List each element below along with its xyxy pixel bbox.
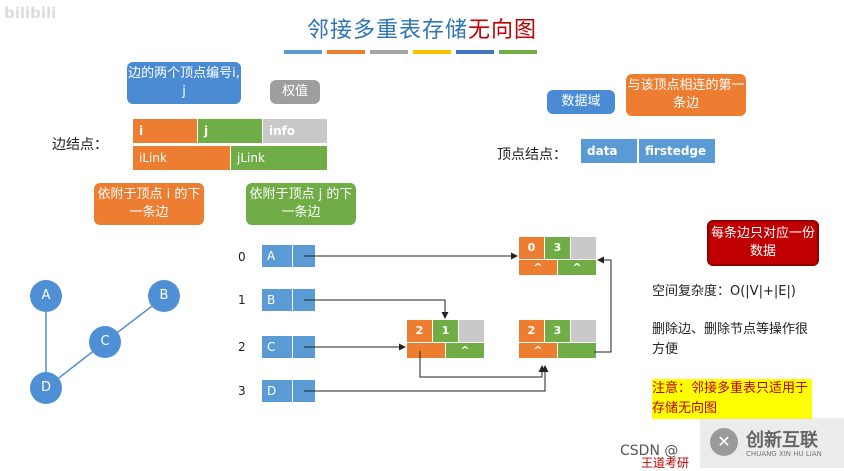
logo: ✕ 创新互联 CHUANG XIN HU LIAN [700,418,844,468]
edge-node-i: 0 [519,237,544,259]
edge-node-j: 3 [545,237,570,259]
csdn-watermark: CSDN @ [620,443,679,459]
edge-field-info: info [263,119,327,143]
logo-subtext: CHUANG XIN HU LIAN [746,450,822,458]
color-bar-seg [370,50,408,54]
edge-node-ilink: ^ [519,343,557,358]
callout-one-copy: 每条边只对应一份数据 [707,220,819,266]
logo-text: 创新互联 [746,430,818,451]
callout-weight: 权值 [270,80,320,104]
edge-field-i: i [133,119,197,143]
graph-vertex: D [30,372,62,404]
delete-note: 删除边、删除节点等操作很方便 [652,322,809,357]
callout-vertex-numbers: 边的两个顶点编号i, j [127,62,241,104]
edge-node-ilink [407,343,445,358]
edge-node-info [459,320,484,342]
vertex-field-firstedge: firstedge [639,139,715,163]
callout-data-field: 数据域 [547,90,615,114]
edge-field-jlink: jLink [231,146,327,170]
vertex-index: 1 [238,293,246,307]
callout-jlink: 依附于顶点 j 的下一条边 [246,183,356,225]
color-bar-seg [284,50,322,54]
color-bar-seg [413,50,451,54]
callout-first-edge: 与该顶点相连的第一条边 [626,74,746,116]
edge-node-jlink [558,343,596,358]
edge-node-label: 边结点： [52,137,108,153]
vertex-data-cell: C [262,336,292,358]
vertex-index: 2 [238,340,246,354]
callout-ilink: 依附于顶点 i 的下一条边 [94,183,204,225]
vertex-data-cell: B [262,289,292,311]
title-highlight: 无向图 [468,18,538,43]
wangdao-watermark: 王道考研 [641,456,690,470]
graph-vertex: A [30,280,62,312]
edge-node-i: 2 [519,320,544,342]
vertex-data-cell: D [262,380,292,402]
edge-field-ilink: iLink [133,146,230,170]
edge-node-jlink: ^ [446,343,484,358]
edge-node-ilink: ^ [519,260,557,275]
vertex-node-label: 顶点结点： [497,147,567,163]
color-bar-seg [327,50,365,54]
space-complexity: 空间复杂度：O(|V|+|E|) [652,284,796,299]
warning-note: 注意：邻接多重表只适用于存储无向图 [652,379,812,419]
color-bar-seg [456,50,494,54]
page-title: 邻接多重表存储无向图 [0,12,844,44]
graph-vertex: B [148,280,180,312]
edge-node-info [571,237,596,259]
edge-node-j: 1 [433,320,458,342]
bilibili-watermark: bilibili [4,4,57,22]
logo-x-icon: ✕ [710,428,738,456]
title-prefix: 邻接多重表存储 [306,18,468,43]
edge-node-info [571,320,596,342]
color-bar-seg [499,50,537,54]
graph-vertex: C [89,326,121,358]
vertex-data-cell: A [262,245,292,267]
vertex-field-data: data [581,139,637,163]
edge-field-j: j [198,119,262,143]
edge-node-jlink: ^ [558,260,596,275]
vertex-index: 3 [238,384,246,398]
edge-node-i: 2 [407,320,432,342]
edge-node-j: 3 [545,320,570,342]
vertex-index: 0 [238,250,246,264]
